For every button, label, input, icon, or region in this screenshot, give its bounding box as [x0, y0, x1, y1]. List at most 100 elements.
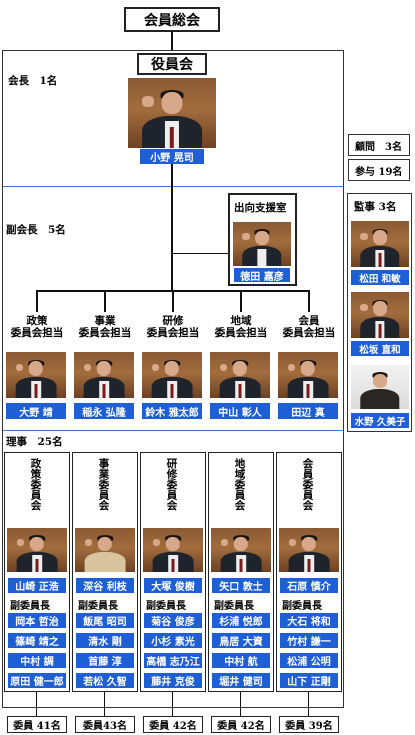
vice-chair-name: 藤井 克俊 [144, 673, 202, 688]
vice-president-name: 稲永 弘隆 [74, 403, 134, 419]
president-label: 会長 1名 [8, 75, 58, 87]
secretariat-label: 出向支援室 [234, 202, 287, 214]
vice-chair-label: 副委員長 [144, 597, 202, 612]
auditor-name: 松田 和敏 [351, 270, 409, 285]
head-shape [161, 92, 183, 115]
connector-line [240, 290, 242, 312]
vice-chair-name: 飯尾 昭司 [76, 613, 134, 628]
auditor-label: 監事 3名 [354, 201, 397, 213]
general-meeting-box: 会員総会 [124, 7, 220, 32]
connector-line [171, 32, 173, 52]
connector-line [173, 253, 228, 254]
committee-title: 政策委員会 [29, 458, 42, 511]
committee-column: 山崎 正浩副委員長岡本 哲治篠崎 靖之中村 調原田 健一郎 [4, 452, 70, 692]
president-photo [128, 78, 216, 148]
vice-chair-name: 大石 将和 [280, 613, 338, 628]
tie-shape [171, 558, 175, 572]
vice-president-role: 地域 委員会担当 [214, 315, 268, 340]
head-shape [373, 301, 387, 316]
general-meeting-label: 会員総会 [144, 12, 200, 29]
fist-shape [288, 539, 297, 547]
connector-line [172, 290, 174, 312]
fist-shape [242, 233, 250, 241]
vice-chair-name: 山下 正剛 [280, 673, 338, 688]
connector-line [104, 692, 105, 716]
fist-shape [219, 363, 228, 372]
fist-shape [360, 303, 368, 312]
fist-shape [142, 96, 154, 108]
head-shape [164, 361, 180, 376]
member-photo [75, 528, 135, 572]
committee-column: 石原 慎介副委員長大石 将和竹村 謙一松浦 公明山下 正剛 [276, 452, 342, 692]
connector-line [172, 692, 173, 716]
vice-chair-name: 岡本 哲治 [8, 613, 66, 628]
head-shape [233, 536, 249, 551]
fist-shape [15, 363, 24, 372]
shirt-shape [257, 249, 267, 266]
committee-title: 会員委員会 [301, 458, 314, 511]
member-photo [351, 292, 409, 338]
fist-shape [360, 232, 368, 241]
head-shape [300, 361, 316, 376]
committee-column: 深谷 利枝副委員長飯尾 昭司清水 剛首藤 淳若松 久智 [72, 452, 138, 692]
vice-chair-name: 菊谷 俊彦 [144, 613, 202, 628]
committee-chair: 大塚 俊樹 [144, 578, 202, 593]
tie-shape [170, 384, 174, 398]
head-shape [373, 373, 387, 388]
vice-chair-name: 原田 健一郎 [8, 673, 66, 688]
committee-column: 矢口 敦士副委員長杉浦 悦郎鳥居 大資中村 航堀井 健司 [208, 452, 274, 692]
counselor-count: 参与 19名 [355, 166, 403, 178]
vice-president-label: 副会長 5名 [6, 224, 66, 236]
tie-shape [239, 558, 243, 572]
board-box: 役員会 [137, 53, 207, 75]
head-shape [301, 536, 317, 551]
committee-chair: 山崎 正浩 [8, 578, 66, 593]
fist-shape [83, 363, 92, 372]
committee-member-count: 委員 39名 [279, 716, 339, 733]
tie-shape [35, 558, 39, 572]
tie-shape [102, 384, 106, 398]
connector-line [308, 290, 310, 312]
committee-chair: 矢口 敦士 [212, 578, 270, 593]
fist-shape [151, 363, 160, 372]
head-shape [28, 361, 44, 376]
vice-chair-name: 堀井 健司 [212, 673, 270, 688]
committee-member-count: 委員 42名 [143, 716, 203, 733]
fist-shape [84, 539, 93, 547]
tie-shape [238, 384, 242, 398]
vice-president-name: 大野 靖 [6, 403, 66, 419]
head-shape [165, 536, 181, 551]
vice-president-role: 研修 委員会担当 [146, 315, 200, 340]
connector-line [36, 692, 37, 716]
committee-column: 大塚 俊樹副委員長菊谷 俊彦小杉 素光高橋 志乃江藤井 克俊 [140, 452, 206, 692]
vice-president-name: 鈴木 雅太郎 [142, 403, 202, 419]
vice-chair-name: 清水 剛 [76, 633, 134, 648]
member-photo [6, 352, 66, 398]
committee-chair: 石原 慎介 [280, 578, 338, 593]
fist-shape [152, 539, 161, 547]
tie-shape [307, 558, 311, 572]
fist-shape [287, 363, 296, 372]
directors-label: 理事 25名 [6, 436, 63, 448]
vice-chair-label: 副委員長 [76, 597, 134, 612]
tie-shape [378, 324, 382, 338]
connector-line [104, 290, 106, 312]
vice-chair-label: 副委員長 [280, 597, 338, 612]
head-shape [29, 536, 45, 551]
vice-president-role: 政策 委員会担当 [10, 315, 64, 340]
vice-chair-name: 鳥居 大資 [212, 633, 270, 648]
member-photo [351, 221, 409, 267]
vice-chair-name: 高橋 志乃江 [144, 653, 202, 668]
fist-shape [16, 539, 25, 547]
suit-shape [84, 551, 126, 572]
tie-shape [169, 127, 175, 148]
committee-title: 地域委員会 [233, 458, 246, 511]
president-name: 小野 晃司 [140, 149, 204, 164]
vice-chair-name: 杉浦 悦郎 [212, 613, 270, 628]
member-photo [210, 352, 270, 398]
tie-shape [378, 253, 382, 267]
vice-chair-name: 篠崎 靖之 [8, 633, 66, 648]
committee-chair: 深谷 利枝 [76, 578, 134, 593]
head-shape [255, 230, 269, 245]
head-shape [232, 361, 248, 376]
